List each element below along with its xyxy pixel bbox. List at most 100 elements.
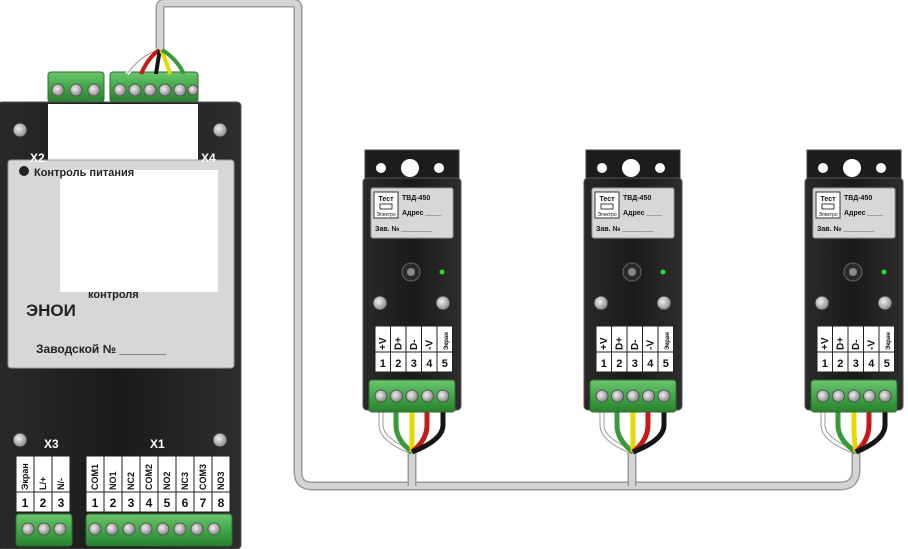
- x1-pin-number: 8: [218, 496, 225, 510]
- terminal-screw-icon: [816, 389, 830, 403]
- terminal-block-x3: [15, 513, 73, 547]
- x1-pin-name: NO2: [162, 471, 172, 490]
- sensor-pin-number: 5: [884, 358, 890, 370]
- sensor-serial-label: Зав. № ________: [375, 225, 432, 233]
- knob-center-icon: [628, 268, 636, 276]
- terminal-screw-icon: [847, 389, 861, 403]
- sensor-pin-name: D+: [835, 337, 846, 350]
- sensor-pin-number: 4: [647, 358, 654, 370]
- screw-icon: [877, 295, 893, 311]
- sensor-pin-table: [374, 325, 453, 373]
- screw-icon: [372, 295, 388, 311]
- brand-logo: [373, 191, 399, 219]
- sensor-pin-number: 1: [822, 358, 828, 370]
- x3-pin-name: N/-: [56, 478, 66, 490]
- knob-center-icon: [407, 268, 415, 276]
- brand-logo-top: Тест: [378, 196, 394, 203]
- sensor-pin-name: -V: [424, 340, 435, 350]
- mount-hole-icon: [401, 159, 419, 177]
- connector-x2-label: X2: [30, 151, 45, 165]
- x1-pin-name: NO1: [108, 471, 118, 490]
- model-name: ЭНОИ: [26, 301, 76, 320]
- sensor-pin-name: D-: [409, 339, 420, 350]
- sensor-pin-number: 2: [837, 358, 843, 370]
- mount-hole-icon: [655, 163, 665, 173]
- x1-pin-name: COM1: [90, 464, 100, 490]
- sensor-address-label: Адрес ____: [844, 210, 883, 217]
- model-suffix: контроля: [88, 289, 139, 301]
- sensor-pin-table: [595, 325, 674, 373]
- terminal-screw-icon: [421, 389, 434, 403]
- x1-pin-number: 6: [182, 496, 189, 510]
- terminal-screw-icon: [878, 389, 892, 403]
- x1-pin-name: COM3: [198, 464, 208, 490]
- terminal-block-top-right: [109, 71, 199, 103]
- sensor-pin-name: +V: [820, 337, 831, 350]
- sensor-wire: [851, 410, 859, 453]
- brand-logo-bottom: Электро: [818, 212, 837, 218]
- sensor-wire: [614, 410, 635, 454]
- terminal-screw-icon: [657, 389, 671, 403]
- x1-pin-number: 2: [110, 496, 117, 510]
- sensor-wire: [411, 410, 446, 455]
- screw-icon: [814, 295, 830, 311]
- brand-logo: [815, 191, 841, 219]
- screw-icon: [435, 295, 451, 311]
- mount-hole-icon: [818, 163, 828, 173]
- sensor-pin-name: D-: [851, 339, 862, 350]
- status-led-icon: [881, 269, 887, 275]
- status-led-icon: [439, 269, 445, 275]
- terminal-screw-icon: [436, 389, 450, 403]
- resistor-icon: [379, 203, 393, 210]
- sensor-pin-number: 2: [395, 358, 401, 370]
- sensor-wire: [835, 410, 858, 455]
- x3-pin-number: 2: [40, 496, 47, 510]
- terminal-screw-icon: [611, 389, 624, 403]
- terminal-screw-icon: [390, 389, 403, 403]
- sensor-pin-name: D+: [614, 337, 625, 350]
- top-window: [48, 104, 198, 162]
- label-cover: [60, 170, 218, 292]
- bus-cable: [155, 0, 861, 491]
- mount-hole-icon: [434, 163, 444, 173]
- sensor-pin-name: -V: [866, 340, 877, 350]
- x3-pin-number: 1: [22, 496, 29, 510]
- sensor-pin-number: 3: [853, 358, 859, 370]
- x1-pin-number: 3: [128, 496, 135, 510]
- sensor-pin-name: Экран: [665, 332, 671, 350]
- sensor-pin-number: 5: [442, 358, 448, 370]
- connector-x3-label: X3: [44, 437, 59, 451]
- terminal-block-x1: [85, 513, 233, 547]
- x3-pin-name: L/+: [38, 477, 48, 490]
- terminal-screw-icon: [642, 389, 655, 403]
- sensor-serial-label: Зав. № ________: [596, 225, 653, 233]
- mount-hole-icon: [376, 163, 386, 173]
- sensor-pin-name: D+: [393, 337, 404, 350]
- brand-logo-top: Тест: [820, 196, 836, 203]
- terminal-screw-icon: [374, 389, 388, 403]
- sensor-pin-number: 4: [426, 358, 433, 370]
- resistor-icon: [600, 203, 614, 210]
- screw-icon: [656, 295, 672, 311]
- sensor-pin-name: Экран: [886, 332, 892, 350]
- x1-pin-number: 7: [200, 496, 207, 510]
- x1-pin-number: 1: [92, 496, 99, 510]
- sensor-pin-number: 5: [663, 358, 669, 370]
- terminal-screw-icon: [832, 389, 845, 403]
- controller-unit: X2 X4 Контроль питания контроля ЭНОИ Зав…: [0, 48, 242, 549]
- x1-pin-name: NC2: [126, 472, 136, 490]
- power-control-label: Контроль питания: [34, 167, 134, 179]
- sensor-serial-label: Зав. № ________: [817, 225, 874, 233]
- terminal-block-top-left: [47, 71, 105, 103]
- brand-logo-bottom: Электро: [597, 212, 616, 218]
- x1-pin-number: 4: [146, 496, 153, 510]
- x1-pin-name: NO3: [216, 471, 226, 490]
- sensor-pin-table: [816, 325, 895, 373]
- terminal-screw-icon: [595, 389, 609, 403]
- power-indicator-icon: [19, 166, 29, 176]
